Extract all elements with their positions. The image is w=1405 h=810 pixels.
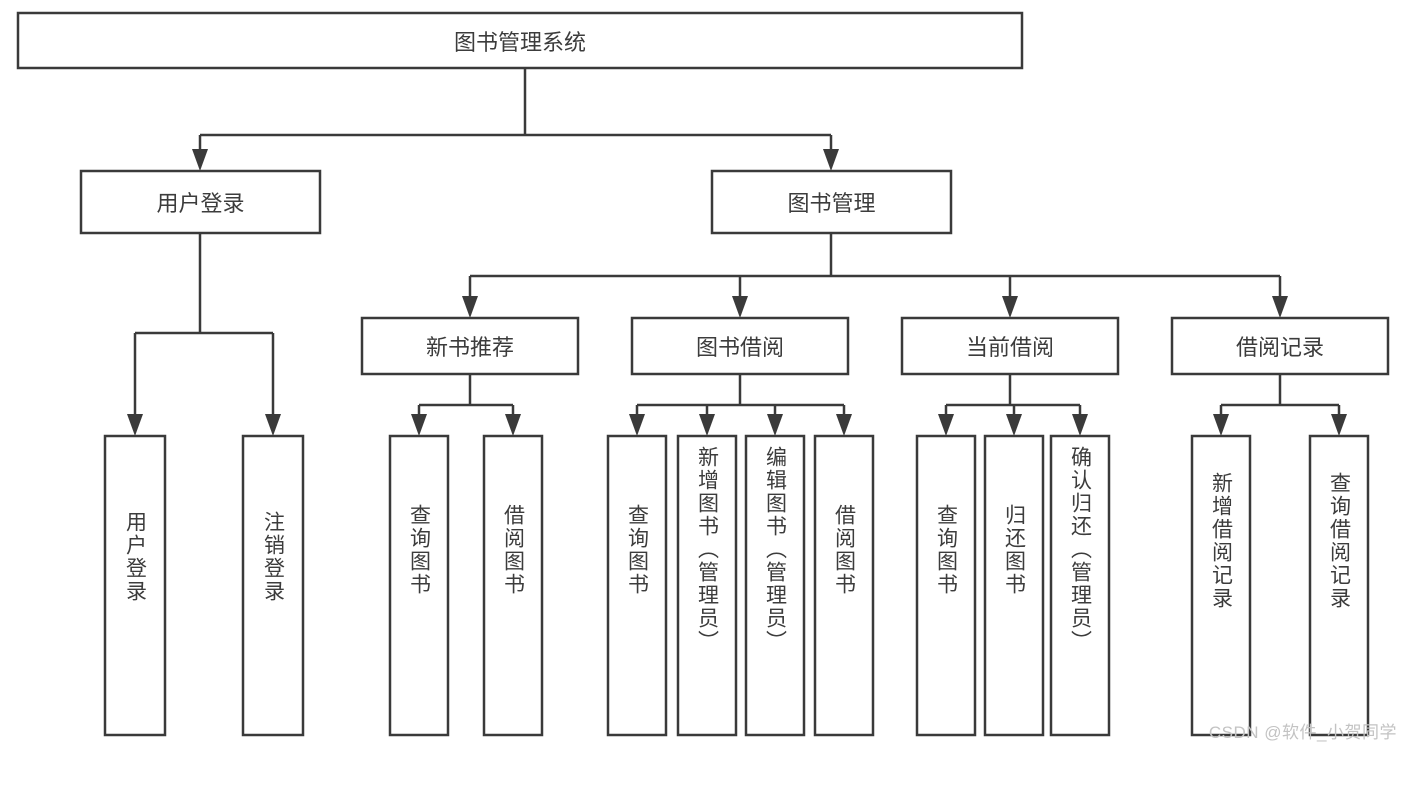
node-box-book-manage[interactable] xyxy=(710,169,953,235)
node-box-query-book-1[interactable] xyxy=(388,434,450,737)
csdn-watermark: CSDN @软件_小贺同学 xyxy=(1208,723,1397,742)
arrowhead-new-book-recommend xyxy=(462,296,478,318)
arrowhead-add-book-admin xyxy=(699,414,715,436)
node-box-user-logout[interactable] xyxy=(241,434,305,737)
node-box-new-book-recommend[interactable] xyxy=(360,316,580,376)
connector-layer xyxy=(127,68,1347,436)
node-box-borrow-book-1[interactable] xyxy=(482,434,544,737)
node-box-borrow-record[interactable] xyxy=(1170,316,1390,376)
node-box-query-book-3[interactable] xyxy=(915,434,977,737)
node-box-user-login-do[interactable] xyxy=(103,434,167,737)
tree-diagram-svg xyxy=(16,11,1390,737)
arrowhead-user-logout xyxy=(265,414,281,436)
node-box-edit-book-admin[interactable] xyxy=(744,434,806,737)
node-box-book-borrow[interactable] xyxy=(630,316,850,376)
arrowhead-current-borrow xyxy=(1002,296,1018,318)
arrowhead-user-login xyxy=(192,149,208,171)
arrowhead-borrow-book-2 xyxy=(836,414,852,436)
node-box-root[interactable] xyxy=(16,11,1024,70)
node-box-return-book[interactable] xyxy=(983,434,1045,737)
arrowhead-borrow-book-1 xyxy=(505,414,521,436)
arrowhead-query-book-1 xyxy=(411,414,427,436)
arrowhead-book-manage xyxy=(823,149,839,171)
node-layer xyxy=(16,11,1390,737)
node-box-add-borrow-record[interactable] xyxy=(1190,434,1252,737)
diagram-canvas: 图书管理系统 用户登录 图书管理 新书推荐 图书借阅 当前借阅 借阅记录 用户登… xyxy=(16,11,1397,742)
arrowhead-user-login-do xyxy=(127,414,143,436)
node-box-add-book-admin[interactable] xyxy=(676,434,738,737)
arrowhead-query-book-3 xyxy=(938,414,954,436)
arrowhead-query-borrow-record xyxy=(1331,414,1347,436)
node-box-query-book-2[interactable] xyxy=(606,434,668,737)
arrowhead-borrow-record xyxy=(1272,296,1288,318)
node-box-user-login[interactable] xyxy=(79,169,322,235)
node-box-confirm-return-admin[interactable] xyxy=(1049,434,1111,737)
node-box-borrow-book-2[interactable] xyxy=(813,434,875,737)
arrowhead-return-book xyxy=(1006,414,1022,436)
arrowhead-edit-book-admin xyxy=(767,414,783,436)
arrowhead-book-borrow xyxy=(732,296,748,318)
arrowhead-add-borrow-record xyxy=(1213,414,1229,436)
node-box-query-borrow-record[interactable] xyxy=(1308,434,1370,737)
arrowhead-confirm-return-admin xyxy=(1072,414,1088,436)
arrowhead-query-book-2 xyxy=(629,414,645,436)
node-box-current-borrow[interactable] xyxy=(900,316,1120,376)
